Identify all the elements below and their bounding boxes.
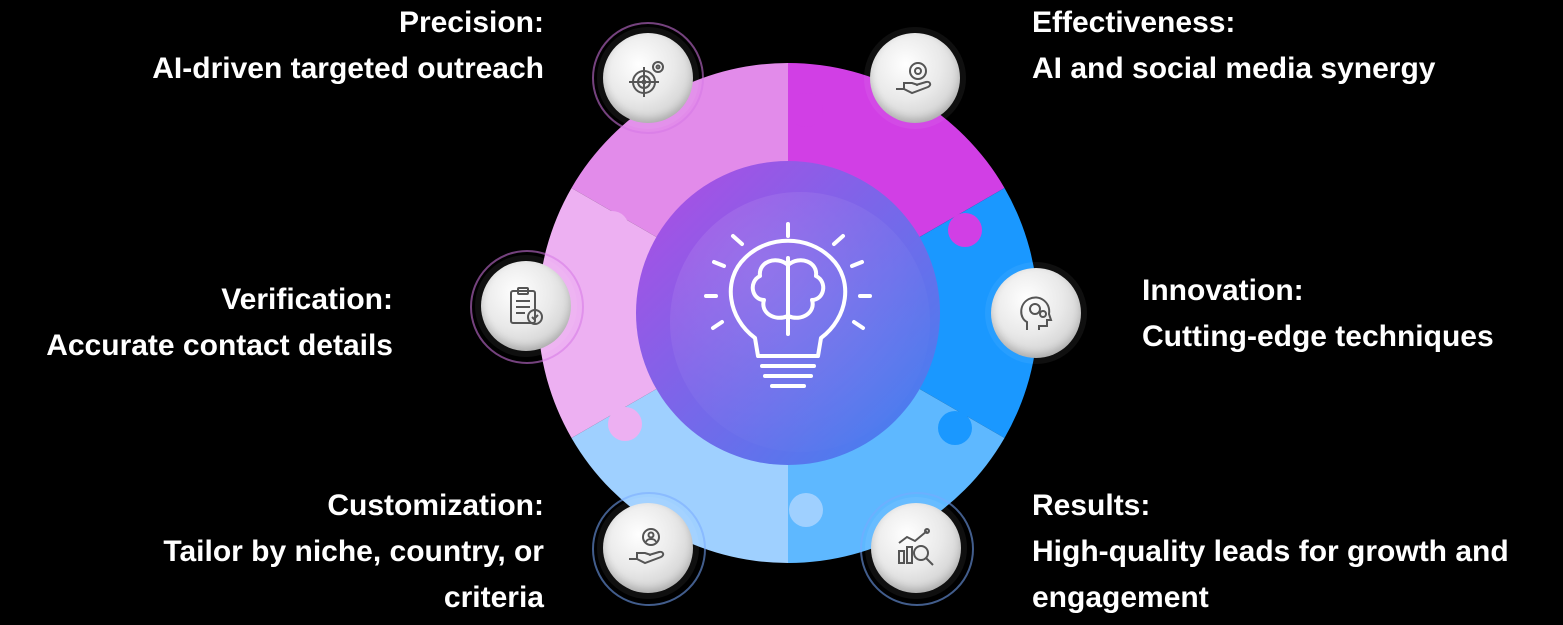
label-results-description-line-1: High-quality leads for growth and xyxy=(1032,535,1509,568)
puzzle-knob xyxy=(948,213,982,247)
label-effectiveness: Effectiveness: AI and social media syner… xyxy=(1032,0,1436,92)
label-customization-heading: Customization: xyxy=(327,489,544,522)
hand-gear-icon xyxy=(896,62,932,95)
label-precision: Precision: AI-driven targeted outreach xyxy=(152,0,544,92)
label-innovation: Innovation: Cutting-edge techniques xyxy=(1142,268,1494,360)
label-verification-description: Accurate contact details xyxy=(46,329,393,362)
label-precision-description: AI-driven targeted outreach xyxy=(152,52,544,85)
chart-magnifier-icon xyxy=(898,528,934,566)
segment-innovation xyxy=(917,188,1038,438)
center-inner-circle xyxy=(670,192,930,452)
node-results xyxy=(871,503,961,593)
segment-precision xyxy=(571,63,788,238)
label-customization: Customization: Tailor by niche, country,… xyxy=(163,483,544,621)
label-effectiveness-heading: Effectiveness: xyxy=(1032,6,1236,39)
clipboard-check-icon xyxy=(510,287,543,325)
target-gear-icon xyxy=(629,61,664,97)
label-precision-heading: Precision: xyxy=(398,6,544,39)
label-verification-heading: Verification: xyxy=(221,283,393,316)
label-results-description-line-2: engagement xyxy=(1032,581,1209,614)
node-precision xyxy=(603,33,693,123)
puzzle-knob xyxy=(938,411,972,445)
node-verification xyxy=(481,261,571,351)
puzzle-knob xyxy=(595,211,629,245)
label-innovation-heading: Innovation: xyxy=(1142,274,1304,307)
node-innovation xyxy=(991,268,1081,358)
label-results-heading: Results: xyxy=(1032,489,1151,522)
puzzle-knob xyxy=(789,493,823,527)
puzzle-knob xyxy=(608,407,642,441)
label-effectiveness-description: AI and social media synergy xyxy=(1032,52,1436,85)
label-innovation-description: Cutting-edge techniques xyxy=(1142,320,1494,353)
label-results: Results: High-quality leads for growth a… xyxy=(1032,483,1509,621)
segment-effectiveness xyxy=(788,63,1005,238)
puzzle-knob xyxy=(789,93,823,127)
label-customization-description-line-1: Tailor by niche, country, or xyxy=(163,535,544,568)
hand-user-gear-icon xyxy=(629,528,665,565)
lightbulb-brain-icon xyxy=(704,222,872,388)
node-customization xyxy=(603,503,693,593)
label-customization-description-line-2: criteria xyxy=(443,581,544,614)
label-verification: Verification: Accurate contact details xyxy=(46,277,393,369)
node-effectiveness xyxy=(870,33,960,123)
head-gears-icon xyxy=(1020,296,1053,330)
